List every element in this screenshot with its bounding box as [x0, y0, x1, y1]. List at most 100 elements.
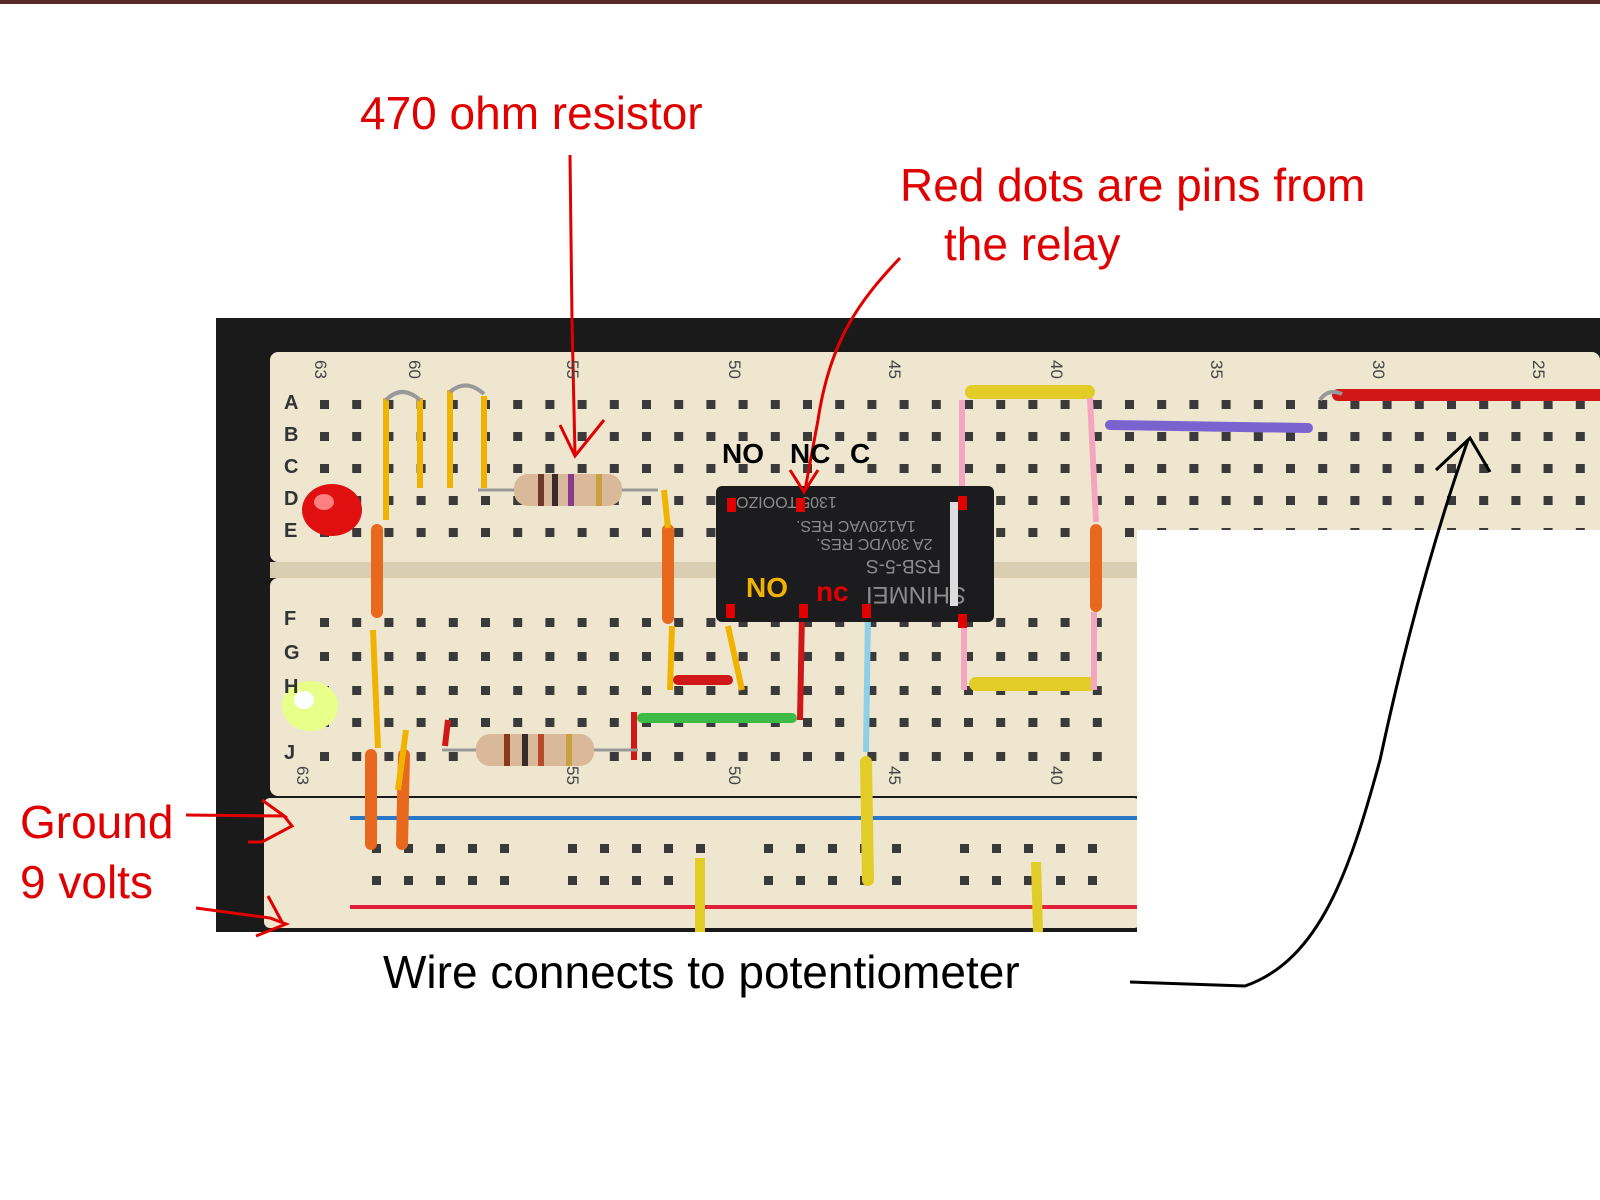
- breadboard-hole: [706, 528, 716, 537]
- wire-lead: [384, 383, 486, 402]
- breadboard-hole: [577, 464, 587, 473]
- breadboard-hole: [1092, 432, 1102, 441]
- breadboard-hole: [738, 652, 748, 661]
- breadboard-hole: [1382, 400, 1392, 409]
- breadboard-hole: [1414, 432, 1424, 441]
- breadboard-hole: [892, 876, 901, 885]
- breadboard-hole: [352, 718, 362, 727]
- purple-wire: [1105, 420, 1313, 433]
- breadboard-hole: [996, 496, 1006, 505]
- breadboard-hole: [1189, 496, 1199, 505]
- row-letter: G: [284, 642, 300, 664]
- pink-jumper: [1087, 397, 1099, 523]
- breadboard-hole: [1511, 496, 1521, 505]
- breadboard-hole: [1157, 400, 1167, 409]
- breadboard-hole: [738, 464, 748, 473]
- breadboard-hole: [372, 876, 381, 885]
- breadboard-hole: [1350, 400, 1360, 409]
- red-lead: [797, 611, 805, 721]
- breadboard-hole: [803, 686, 812, 695]
- breadboard-hole: [1479, 432, 1489, 441]
- breadboard-hole: [513, 400, 523, 409]
- breadboard-hole: [674, 686, 684, 695]
- nine-volts-annotation: 9 volts: [20, 856, 153, 908]
- breadboard-hole: [609, 686, 619, 695]
- breadboard-hole: [1125, 400, 1134, 409]
- breadboard-hole: [996, 718, 1006, 727]
- breadboard-hole: [1350, 496, 1360, 505]
- column-number: 50: [725, 360, 744, 379]
- breadboard-hole: [545, 528, 555, 537]
- breadboard-hole: [642, 652, 651, 661]
- breadboard-hole: [320, 400, 329, 409]
- breadboard-hole: [1157, 496, 1167, 505]
- breadboard-hole: [674, 464, 684, 473]
- breadboard-hole: [674, 652, 684, 661]
- resistor-annotation: 470 ohm resistor: [360, 87, 703, 139]
- breadboard-hole: [964, 686, 973, 695]
- breadboard-hole: [964, 752, 973, 761]
- breadboard-hole: [352, 618, 362, 627]
- breadboard-hole: [1125, 464, 1134, 473]
- breadboard-hole: [1253, 496, 1263, 505]
- yellow-jumper: [395, 729, 409, 791]
- breadboard-hole: [320, 618, 329, 627]
- breadboard-hole: [1511, 464, 1521, 473]
- breadboard-hole: [320, 752, 329, 761]
- breadboard-hole: [1318, 464, 1328, 473]
- breadboard-hole: [513, 686, 523, 695]
- breadboard-hole: [738, 686, 748, 695]
- breadboard-hole: [706, 432, 716, 441]
- breadboard-hole: [416, 652, 426, 661]
- wire-lead-top-right: [1318, 390, 1343, 402]
- breadboard-hole: [899, 432, 909, 441]
- breadboard-hole: [352, 464, 362, 473]
- breadboard-hole: [828, 876, 837, 885]
- breadboard-hole: [1447, 496, 1456, 505]
- column-number: 35: [1207, 360, 1226, 379]
- breadboard-hole: [996, 618, 1006, 627]
- breadboard-hole: [867, 400, 877, 409]
- breadboard-hole: [632, 876, 641, 885]
- breadboard-hole: [899, 752, 909, 761]
- breadboard-hole: [803, 652, 812, 661]
- breadboard-hole: [1092, 400, 1102, 409]
- breadboard-hole: [706, 752, 716, 761]
- column-number: 63: [293, 766, 312, 785]
- row-letter: F: [284, 608, 297, 630]
- relay-chip-text: 1A120VAC RES.: [796, 517, 916, 534]
- breadboard-hole: [1414, 496, 1424, 505]
- breadboard-hole: [416, 618, 426, 627]
- breadboard-hole: [577, 400, 587, 409]
- breadboard-hole: [996, 400, 1006, 409]
- breadboard-hole: [899, 686, 909, 695]
- breadboard-hole: [642, 528, 651, 537]
- breadboard-hole: [931, 752, 941, 761]
- breadboard-hole: [1479, 496, 1489, 505]
- breadboard-hole: [352, 400, 362, 409]
- breadboard-hole: [706, 496, 716, 505]
- breadboard-hole: [835, 718, 845, 727]
- breadboard-hole: [770, 432, 780, 441]
- row-letter: H: [284, 676, 299, 698]
- row-letter: D: [284, 488, 299, 510]
- breadboard-hole: [770, 400, 780, 409]
- breadboard-hole: [931, 618, 941, 627]
- breadboard-hole: [545, 652, 555, 661]
- breadboard-hole: [706, 686, 716, 695]
- breadboard-hole: [1382, 464, 1392, 473]
- breadboard-hole: [436, 844, 445, 853]
- breadboard-hole: [964, 618, 973, 627]
- breadboard-hole: [481, 496, 490, 505]
- breadboard-hole: [513, 718, 523, 727]
- breadboard-hole: [835, 752, 845, 761]
- breadboard-hole: [1028, 464, 1038, 473]
- relay-label-nc: NC: [790, 438, 831, 469]
- column-number: 45: [885, 766, 904, 785]
- breadboard-hole: [835, 618, 845, 627]
- breadboard-hole: [674, 752, 684, 761]
- breadboard-hole: [352, 686, 362, 695]
- breadboard-hole: [1028, 496, 1038, 505]
- breadboard-hole: [545, 686, 555, 695]
- breadboard-hole: [642, 464, 651, 473]
